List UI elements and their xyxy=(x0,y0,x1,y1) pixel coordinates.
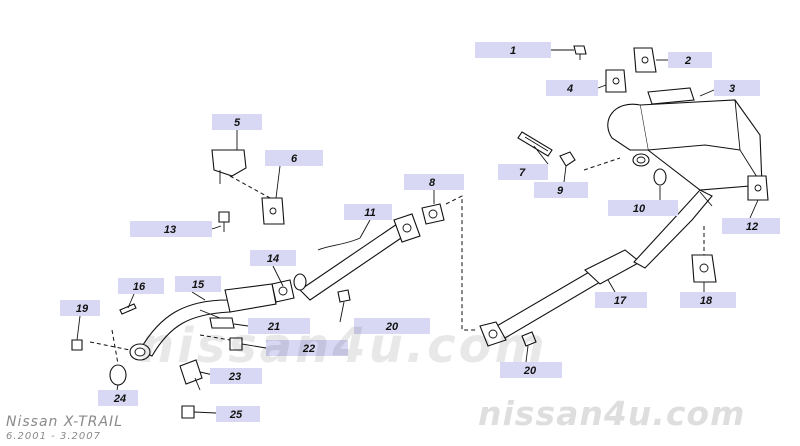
gasket-14b xyxy=(293,273,307,291)
callout-text: 7 xyxy=(519,167,526,179)
callout-text: 4 xyxy=(566,83,573,95)
callout-text: 16 xyxy=(133,281,146,293)
callout-label: 21 xyxy=(248,318,310,334)
bracket-21 xyxy=(209,317,235,329)
callout-text: 24 xyxy=(113,393,126,405)
watermark-bottom: nissan4u.com xyxy=(478,394,746,433)
nut-20-left xyxy=(337,289,351,303)
assembly-lines xyxy=(89,157,705,365)
parts-drawing xyxy=(71,45,769,419)
callout-label: 9 xyxy=(534,182,588,198)
callout-text: 21 xyxy=(267,321,280,333)
callout-label: 14 xyxy=(250,250,296,266)
bracket-5 xyxy=(211,149,247,184)
callout-label: 23 xyxy=(210,368,262,384)
callout-label: 20 xyxy=(500,362,562,378)
callout-label: 18 xyxy=(680,292,736,308)
leader-lines xyxy=(76,49,759,414)
callout-text: 25 xyxy=(229,409,243,421)
callout-label: 7 xyxy=(498,164,548,180)
callout-label: 22 xyxy=(266,340,348,356)
callout-text: 1 xyxy=(510,45,516,57)
center-pipe-17 xyxy=(479,189,713,347)
callout-text: 12 xyxy=(746,221,758,233)
callout-text: 2 xyxy=(684,55,691,67)
callout-text: 6 xyxy=(291,153,298,165)
bolt-25 xyxy=(181,405,195,419)
callout-label: 13 xyxy=(130,221,212,237)
callout-label: 25 xyxy=(216,406,260,422)
gasket-8 xyxy=(421,203,445,225)
callout-text: 23 xyxy=(228,371,241,383)
front-pipe-11 xyxy=(299,213,421,301)
callout-text: 18 xyxy=(700,295,713,307)
callout-label: 6 xyxy=(265,150,323,166)
callout-label: 19 xyxy=(60,300,100,316)
exhaust-tube-15 xyxy=(129,283,277,361)
callout-text: 17 xyxy=(614,295,627,307)
gasket-24 xyxy=(109,364,127,386)
callout-label: 16 xyxy=(118,278,164,294)
rubber-mount-4 xyxy=(605,69,627,93)
nut-9 xyxy=(559,151,576,167)
callout-label: 12 xyxy=(722,218,780,234)
callout-text: 10 xyxy=(633,203,646,215)
callout-text: 22 xyxy=(302,343,315,355)
callout-label: 5 xyxy=(212,114,262,130)
years-caption: 6.2001 - 3.2007 xyxy=(6,431,101,442)
rubber-mount-2 xyxy=(633,47,657,73)
bolt-16 xyxy=(119,303,137,315)
model-caption: Nissan X-TRAIL xyxy=(6,414,123,430)
bolt-13 xyxy=(218,211,230,232)
mount-6 xyxy=(261,197,285,225)
callout-text: 14 xyxy=(267,253,279,265)
callout-label: 17 xyxy=(595,292,647,308)
callout-text: 13 xyxy=(164,224,176,236)
nut-22 xyxy=(229,337,243,351)
rubber-mount-12 xyxy=(747,175,769,201)
watermark-center: nissan4u.com xyxy=(140,318,548,374)
callout-text: 3 xyxy=(729,83,735,95)
callout-text: 15 xyxy=(192,279,205,291)
callout-label: 10 xyxy=(608,200,678,216)
callout-text: 11 xyxy=(364,207,375,219)
callout-label: 2 xyxy=(668,52,712,68)
main-muffler xyxy=(607,87,763,191)
stud-7 xyxy=(517,131,553,157)
callout-label: 3 xyxy=(714,80,760,96)
callout-label: 15 xyxy=(175,276,221,292)
bolt-1 xyxy=(573,45,587,60)
bolt-19 xyxy=(71,339,83,351)
sensor-23 xyxy=(179,359,203,391)
gasket-10 xyxy=(653,168,667,186)
callout-text: 20 xyxy=(385,321,399,333)
callout-label: 1 xyxy=(475,42,551,58)
mount-18 xyxy=(691,254,717,283)
callout-label: 24 xyxy=(98,390,138,406)
callout-label: 8 xyxy=(404,174,464,190)
callout-label: 20 xyxy=(354,318,430,334)
callout-text: 9 xyxy=(557,185,564,197)
callout-text: 8 xyxy=(429,177,436,189)
callout-label: 11 xyxy=(344,204,392,220)
callout-text: 5 xyxy=(234,117,241,129)
callout-text: 19 xyxy=(76,303,89,315)
nut-20-right xyxy=(521,331,537,347)
callout-text: 20 xyxy=(523,365,537,377)
callout-label: 4 xyxy=(546,80,598,96)
